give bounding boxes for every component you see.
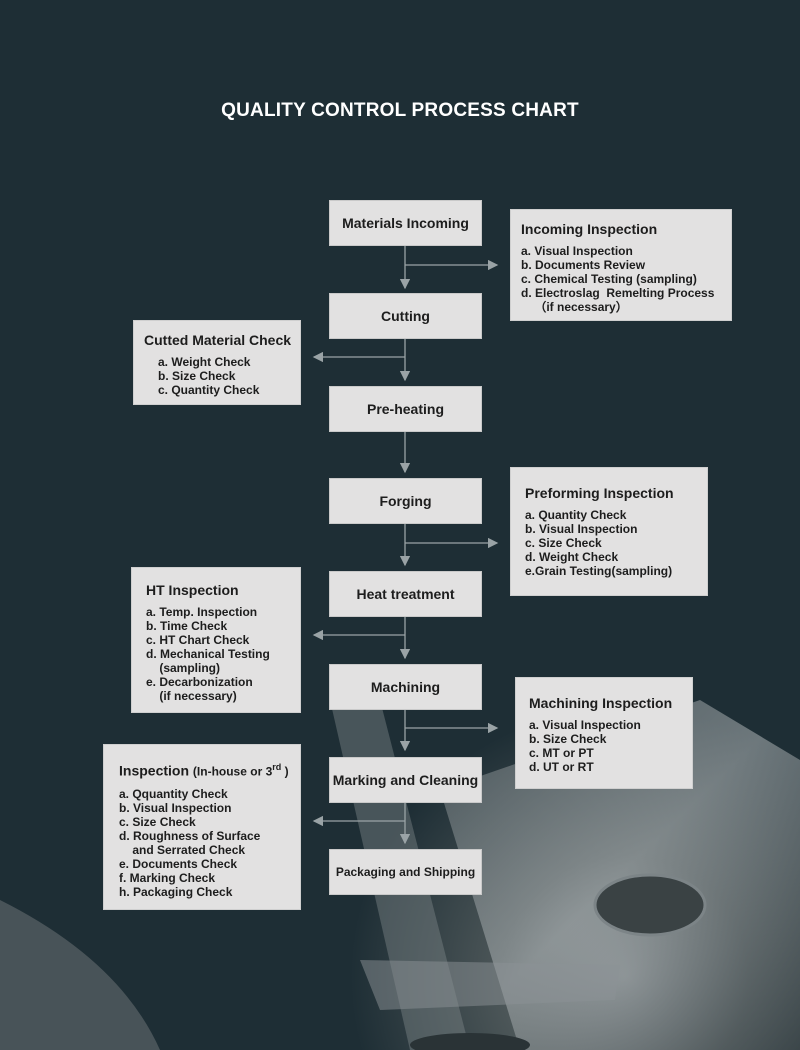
preforming-inspection-title: Preforming Inspection xyxy=(525,485,674,501)
ht-inspection-box: HT Inspection a. Temp. Inspection b. Tim… xyxy=(131,567,301,713)
list-item: a. Visual Inspection xyxy=(529,718,641,732)
list-item: c. Size Check xyxy=(525,536,602,550)
cutted-material-check-list: a. Weight Check b. Size Check c. Quantit… xyxy=(158,355,292,397)
step-pre-heating: Pre-heating xyxy=(329,386,482,432)
list-item: d. Weight Check xyxy=(525,550,619,564)
list-item: e.Grain Testing(sampling) xyxy=(525,564,673,578)
list-item: d. UT or RT xyxy=(529,760,594,774)
list-item: a. Quantity Check xyxy=(525,508,627,522)
incoming-inspection-box: Incoming Inspection a. Visual Inspection… xyxy=(510,209,732,321)
machining-inspection-box: Machining Inspection a. Visual Inspectio… xyxy=(515,677,693,789)
list-item: and Serrated Check xyxy=(119,842,246,857)
step-forging: Forging xyxy=(329,478,482,524)
machining-inspection-title: Machining Inspection xyxy=(529,695,673,711)
list-item: d. Roughness of Surface xyxy=(119,828,261,843)
list-item: (sampling) xyxy=(146,661,221,675)
cutted-material-check-title: Cutted Material Check xyxy=(144,332,292,348)
list-item: b. Time Check xyxy=(146,619,228,633)
list-item: b. Documents Review xyxy=(521,258,646,272)
step-materials-incoming: Materials Incoming xyxy=(329,200,482,246)
final-inspection-box: Inspection (In-house or 3rd ) a. Qquanti… xyxy=(103,744,301,910)
list-item: c. Quantity Check xyxy=(158,383,260,397)
list-item: c. Size Check xyxy=(119,814,196,829)
step-marking-and-cleaning: Marking and Cleaning xyxy=(329,757,482,803)
final-inspection-subtitle-end: ) xyxy=(281,764,289,779)
step-machining: Machining xyxy=(329,664,482,710)
final-inspection-title-main: Inspection xyxy=(119,762,190,779)
final-inspection-list: a. Qquantity Check b. Visual Inspection … xyxy=(119,787,292,899)
final-inspection-subtitle: (In-house or 3 xyxy=(192,764,273,779)
step-heat-treatment: Heat treatment xyxy=(329,571,482,617)
final-inspection-superscript: rd xyxy=(272,762,282,772)
step-cutting: Cutting xyxy=(329,293,482,339)
incoming-inspection-title: Incoming Inspection xyxy=(521,221,658,237)
list-item: a. Qquantity Check xyxy=(119,786,228,801)
list-item: c. Chemical Testing (sampling) xyxy=(521,272,697,286)
preforming-inspection-list: a. Quantity Check b. Visual Inspection c… xyxy=(525,508,697,578)
list-item: b. Visual Inspection xyxy=(119,800,232,815)
chart-title: QUALITY CONTROL PROCESS CHART xyxy=(221,100,579,121)
step-packaging-and-shipping: Packaging and Shipping xyxy=(329,849,482,895)
preforming-inspection-box: Preforming Inspection a. Quantity Check … xyxy=(510,467,708,596)
cutted-material-check-box: Cutted Material Check a. Weight Check b.… xyxy=(133,320,301,405)
final-inspection-title: Inspection (In-house or 3rd ) xyxy=(119,758,292,781)
list-item: e. Documents Check xyxy=(119,856,238,871)
machining-inspection-list: a. Visual Inspection b. Size Check c. MT… xyxy=(529,718,684,774)
list-item: f. Marking Check xyxy=(119,870,216,885)
list-item: a. Visual Inspection xyxy=(521,244,633,258)
list-item: b. Size Check xyxy=(158,369,236,383)
list-item: d. Mechanical Testing xyxy=(146,647,270,661)
list-item: d. Electroslag Remelting Process xyxy=(521,286,715,300)
list-item: h. Packaging Check xyxy=(119,884,233,899)
incoming-inspection-list: a. Visual Inspection b. Documents Review… xyxy=(521,244,721,314)
list-item: c. MT or PT xyxy=(529,746,594,760)
list-item: c. HT Chart Check xyxy=(146,633,250,647)
list-item: e. Decarbonization xyxy=(146,675,253,689)
list-item: b. Visual Inspection xyxy=(525,522,638,536)
list-item: a. Weight Check xyxy=(158,355,251,369)
list-item: b. Size Check xyxy=(529,732,607,746)
ht-inspection-list: a. Temp. Inspection b. Time Check c. HT … xyxy=(146,605,292,703)
ht-inspection-title: HT Inspection xyxy=(146,582,239,598)
list-item: （if necessary） xyxy=(521,300,628,314)
list-item: a. Temp. Inspection xyxy=(146,605,258,619)
list-item: (if necessary) xyxy=(146,689,237,703)
